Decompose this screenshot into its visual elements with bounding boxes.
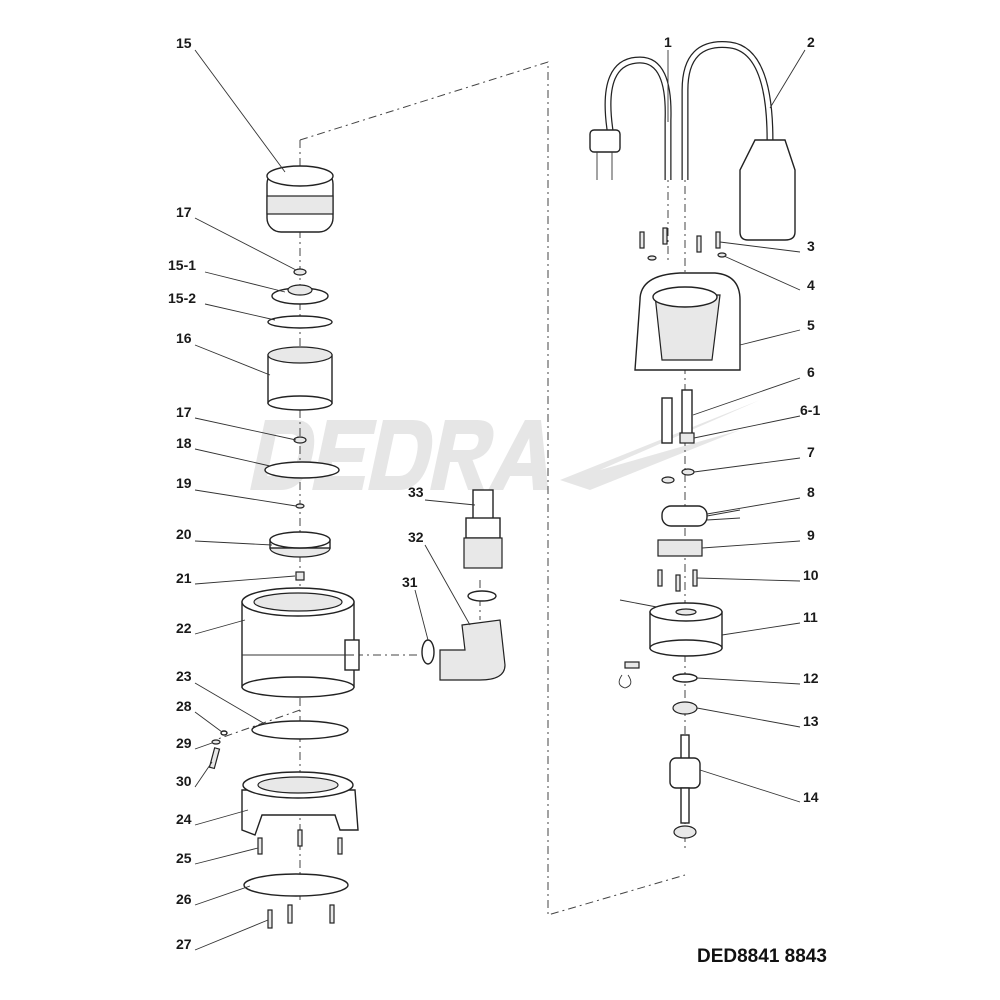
label-5: 5 <box>807 317 815 333</box>
label-14: 14 <box>803 789 819 805</box>
label-3: 3 <box>807 238 815 254</box>
part-28-washer <box>220 730 228 736</box>
label-17: 17 <box>176 204 192 220</box>
part-20-impeller <box>269 531 331 558</box>
part-14-rotor-shaft <box>669 734 701 839</box>
part-33-hose-adapter <box>463 489 503 569</box>
label-17b: 17 <box>176 404 192 420</box>
part-23-o-ring <box>251 720 349 740</box>
label-16: 16 <box>176 330 192 346</box>
part-25-screws <box>257 829 343 855</box>
label-33: 33 <box>408 484 424 500</box>
part-29-washer <box>211 739 221 745</box>
label-4: 4 <box>807 277 815 293</box>
part-15-handle-cap <box>266 165 334 233</box>
part-9-terminal-block <box>657 539 703 557</box>
small-parts-kit <box>618 661 640 689</box>
label-15-1: 15-1 <box>168 257 196 273</box>
label-26: 26 <box>176 891 192 907</box>
label-22: 22 <box>176 620 192 636</box>
leader-lines <box>194 49 806 951</box>
label-2: 2 <box>807 34 815 50</box>
part-13-bearing <box>672 701 698 715</box>
label-7: 7 <box>807 444 815 460</box>
part-16-motor-housing <box>267 346 333 411</box>
part-24-base-stand <box>241 771 359 836</box>
label-24: 24 <box>176 811 192 827</box>
part-21-nut <box>295 571 305 581</box>
part-6-1-spacer <box>679 432 695 444</box>
part-8-capacitor <box>661 505 741 527</box>
label-31: 31 <box>402 574 418 590</box>
part-4-washers <box>647 252 727 261</box>
part-12-washer <box>672 673 698 683</box>
label-6: 6 <box>807 364 815 380</box>
part-15-1-cover <box>271 284 329 305</box>
label-13: 13 <box>803 713 819 729</box>
part-5-handle-frame <box>634 272 741 371</box>
part-32-seal <box>467 590 497 602</box>
label-21: 21 <box>176 570 192 586</box>
label-12: 12 <box>803 670 819 686</box>
label-15: 15 <box>176 35 192 51</box>
part-19-washer <box>295 503 305 509</box>
part-1-power-cable <box>589 56 672 180</box>
label-15-2: 15-2 <box>168 290 196 306</box>
label-9: 9 <box>807 527 815 543</box>
label-20: 20 <box>176 526 192 542</box>
label-30: 30 <box>176 773 192 789</box>
part-10-screws <box>657 569 698 592</box>
part-18-o-ring <box>264 461 340 479</box>
label-1: 1 <box>664 34 672 50</box>
label-32: 32 <box>408 529 424 545</box>
part-3-screws <box>639 227 721 253</box>
part-22-pump-body <box>241 587 360 698</box>
part-15-2-seal-ring <box>267 315 333 329</box>
label-19: 19 <box>176 475 192 491</box>
part-labels: 15 17 15-1 15-2 16 17 18 19 20 21 22 23 … <box>168 34 820 952</box>
part-11-motor-stator <box>619 599 723 657</box>
part-31-gasket <box>421 639 435 665</box>
label-8: 8 <box>807 484 815 500</box>
label-25: 25 <box>176 850 192 866</box>
part-32-elbow <box>439 619 506 681</box>
part-27-screws <box>267 904 335 929</box>
label-27: 27 <box>176 936 192 952</box>
label-23: 23 <box>176 668 192 684</box>
part-30-screw <box>208 747 221 770</box>
part-17-washer <box>293 268 307 276</box>
label-11: 11 <box>803 609 818 625</box>
label-28: 28 <box>176 698 192 714</box>
label-6-1: 6-1 <box>800 402 820 418</box>
label-18: 18 <box>176 435 192 451</box>
label-10: 10 <box>803 567 819 583</box>
part-26-base-plate <box>243 873 349 897</box>
part-7-nuts <box>661 468 695 484</box>
model-title: DED8841 8843 <box>697 946 827 967</box>
label-29: 29 <box>176 735 192 751</box>
part-2-float-switch <box>681 41 796 241</box>
